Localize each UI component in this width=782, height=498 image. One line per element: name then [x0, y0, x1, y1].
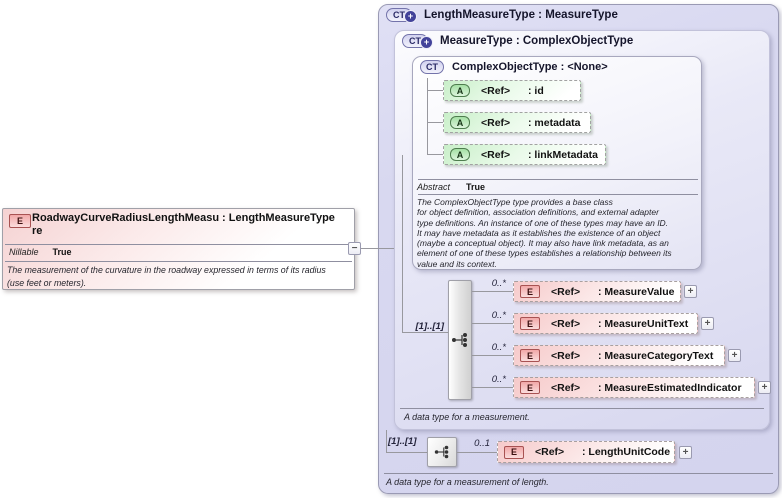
occurs-label: 0..* — [491, 374, 506, 385]
occurs-label: 0..* — [491, 278, 506, 289]
element-node-roadwaycurveradiuslengthmeasure[interactable]: E RoadwayCurveRadiusLengthMeasu : Length… — [2, 208, 355, 290]
element-node-measureestimatedindicator[interactable]: E <Ref> : MeasureEstimatedIndicator — [513, 377, 755, 398]
attribute-badge: A — [450, 148, 470, 161]
collapse-button[interactable]: − — [348, 242, 361, 255]
element-name-line1: RoadwayCurveRadiusLengthMeasu — [32, 212, 220, 224]
connector-line — [472, 291, 513, 292]
separator — [418, 179, 698, 180]
connector-line — [402, 332, 448, 333]
connector-line — [427, 154, 443, 155]
element-name: : MeasureUnitText — [598, 317, 689, 330]
badge-label: CT — [426, 62, 438, 72]
connector-line — [427, 78, 428, 155]
element-title: RoadwayCurveRadiusLengthMeasu : LengthMe… — [32, 212, 335, 238]
element-name: : MeasureValue — [598, 285, 675, 298]
ref-label: <Ref> — [551, 349, 581, 362]
complexobjecttype-header: CT ComplexObjectType : <None> — [420, 60, 608, 74]
property-label: Nillable — [9, 247, 39, 257]
ref-label: <Ref> — [481, 148, 511, 161]
expand-button[interactable]: + — [684, 285, 697, 298]
connector-line — [386, 430, 387, 452]
nillable-property: Nillable True — [9, 247, 72, 257]
type-title: ComplexObjectType : <None> — [452, 61, 608, 73]
attribute-badge: A — [450, 84, 470, 97]
lengthmeasuretype-header: CT + LengthMeasureType : MeasureType — [386, 8, 618, 23]
element-node-measureunittext[interactable]: E <Ref> : MeasureUnitText — [513, 313, 698, 334]
connector-line — [472, 387, 513, 388]
ref-label: <Ref> — [551, 317, 581, 330]
measuretype-header: CT + MeasureType : ComplexObjectType — [402, 34, 634, 49]
connector-line — [386, 452, 427, 453]
element-name: : MeasureEstimatedIndicator — [598, 381, 742, 394]
badge-label: CT — [409, 36, 421, 46]
complex-type-badge: CT + — [386, 8, 417, 23]
occurs-label: 0..* — [491, 310, 506, 321]
attribute-node-id[interactable]: A <Ref> : id — [443, 80, 581, 101]
complexobjecttype-annotation: The ComplexObjectType type provides a ba… — [417, 197, 672, 269]
connector-line — [457, 452, 497, 453]
lengthmeasuretype-annotation: A data type for a measurement of length. — [386, 477, 549, 487]
type-title: MeasureType : ComplexObjectType — [440, 35, 634, 47]
element-badge: E — [520, 285, 540, 298]
connector-line — [472, 323, 513, 324]
expand-button[interactable]: + — [701, 317, 714, 330]
connector-line — [472, 355, 513, 356]
attribute-badge: A — [450, 116, 470, 129]
element-name-line2: re — [32, 225, 43, 237]
ref-label: <Ref> — [535, 446, 565, 458]
abstract-property: Abstract True — [417, 182, 485, 192]
ref-label: <Ref> — [481, 116, 511, 129]
expand-button[interactable]: + — [728, 349, 741, 362]
property-value: True — [466, 182, 486, 192]
separator — [418, 194, 698, 195]
separator — [5, 261, 352, 262]
occurs-label: 0..1 — [474, 438, 490, 449]
type-title: LengthMeasureType : MeasureType — [424, 9, 618, 21]
attribute-name: : id — [528, 84, 544, 97]
ref-label: <Ref> — [551, 381, 581, 394]
sequence-icon — [434, 445, 449, 459]
element-type: : LengthMeasureType — [222, 212, 335, 224]
measuretype-annotation: A data type for a measurement. — [404, 412, 530, 422]
group-occurs-label: [1]..[1] — [388, 436, 417, 447]
element-node-measurecategorytext[interactable]: E <Ref> : MeasureCategoryText — [513, 345, 725, 366]
ref-label: <Ref> — [481, 84, 511, 97]
element-badge: E — [520, 381, 540, 394]
element-node-lengthunitcode[interactable]: E <Ref> : LengthUnitCode — [497, 441, 675, 463]
element-name: : LengthUnitCode — [582, 446, 671, 458]
connector-line — [361, 248, 394, 249]
separator — [384, 473, 773, 474]
sequence-group[interactable] — [448, 280, 472, 400]
badge-label: CT — [393, 10, 405, 20]
expand-button[interactable]: + — [679, 446, 692, 459]
connector-line — [427, 90, 443, 91]
element-annotation: The measurement of the curvature in the … — [7, 265, 326, 288]
sequence-group[interactable] — [427, 437, 457, 467]
element-node-measurevalue[interactable]: E <Ref> : MeasureValue — [513, 281, 681, 302]
ref-label: <Ref> — [551, 285, 581, 298]
sequence-icon — [452, 333, 467, 347]
complex-type-badge: CT + — [402, 34, 433, 49]
connector-line — [402, 155, 403, 333]
element-badge: E — [504, 445, 524, 459]
attribute-node-metadata[interactable]: A <Ref> : metadata — [443, 112, 591, 133]
attribute-node-linkmetadata[interactable]: A <Ref> : linkMetadata — [443, 144, 606, 165]
complex-type-badge: CT — [420, 60, 444, 74]
element-badge: E — [9, 214, 31, 228]
occurs-label: 0..* — [491, 342, 506, 353]
property-value: True — [52, 247, 72, 257]
connector-line — [427, 122, 443, 123]
element-name: : MeasureCategoryText — [598, 349, 714, 362]
element-badge: E — [520, 317, 540, 330]
element-badge: E — [520, 349, 540, 362]
attribute-name: : linkMetadata — [528, 148, 599, 161]
attribute-name: : metadata — [528, 116, 581, 129]
separator — [5, 244, 352, 245]
separator — [400, 408, 764, 409]
group-occurs-label: [1]..[1] — [415, 321, 445, 332]
expand-button[interactable]: + — [758, 381, 771, 394]
property-label: Abstract — [417, 182, 451, 192]
expand-plus-icon[interactable]: + — [420, 36, 433, 49]
expand-plus-icon[interactable]: + — [404, 10, 417, 23]
